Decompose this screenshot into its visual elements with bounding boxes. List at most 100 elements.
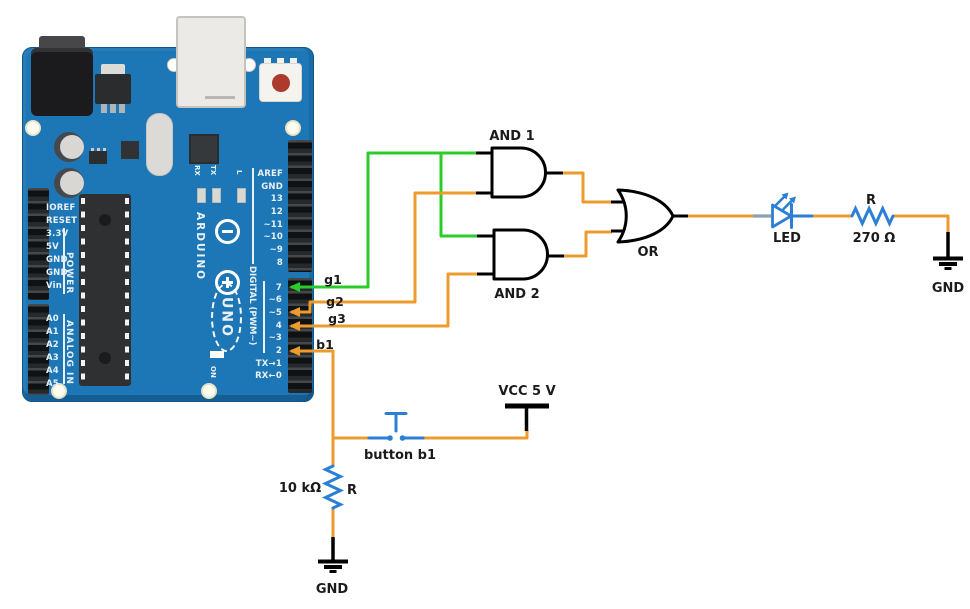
- pin-label: 7: [275, 282, 282, 293]
- wire-and2-to-or[interactable]: [564, 230, 612, 258]
- mounting-hole: [51, 383, 67, 399]
- led-label: LED: [773, 231, 801, 246]
- pin-label: RESET: [46, 215, 78, 226]
- pin-label: A2: [46, 339, 59, 350]
- and-gate-1[interactable]: AND 1: [476, 129, 563, 199]
- digital-header-label: DIGITAL (PWM~): [247, 266, 257, 346]
- regulator-leg: [119, 104, 125, 113]
- resistor-10k-value: 10 kΩ: [279, 481, 321, 496]
- power-pins-labels: IOREF RESET 3.3V 5V GND GND Vin: [46, 202, 77, 293]
- tx-label: TX: [209, 165, 217, 176]
- or-gate[interactable]: OR: [611, 188, 688, 260]
- regulator-leg: [101, 104, 107, 113]
- pin-label: 12: [270, 207, 283, 218]
- plus-glyph-v: [225, 276, 229, 288]
- net-label-g3: g3: [328, 311, 346, 326]
- vcc-label: VCC 5 V: [498, 384, 555, 399]
- digital-pins-top-labels: AREF GND 13 12 ~11 ~10 ~9 8: [201, 168, 283, 270]
- divider-line: [252, 168, 254, 264]
- wire-arrowhead: [289, 307, 300, 317]
- led-triangle: [771, 203, 793, 229]
- l-label: L: [235, 170, 243, 175]
- atmega-dot: [99, 214, 111, 226]
- divider-line: [263, 281, 265, 353]
- gnd-symbol-button[interactable]: GND: [316, 537, 349, 597]
- pin-label: 4: [275, 320, 282, 331]
- pin-label: ~3: [268, 333, 282, 344]
- gnd-symbol-led[interactable]: GND: [932, 232, 965, 296]
- smd-pin: [97, 148, 100, 151]
- resistor-270-value: 270 Ω: [853, 231, 896, 246]
- pin-label: A3: [46, 352, 59, 363]
- atmega-pins-right: [125, 198, 129, 382]
- rx-label: RX: [193, 165, 201, 176]
- pin-label: 8: [276, 257, 283, 268]
- uno-model-text: UNO: [218, 297, 235, 338]
- reset-button[interactable]: [259, 63, 302, 102]
- analog-pins-labels: A0 A1 A2 A3 A4 A5: [46, 313, 59, 391]
- mounting-hole: [201, 383, 217, 399]
- wire-g1[interactable]: [289, 151, 477, 292]
- digital-header-bottom[interactable]: [288, 278, 312, 393]
- pin-label: ~10: [263, 232, 283, 243]
- wire-b1[interactable]: [289, 346, 529, 538]
- pin-label: A1: [46, 326, 59, 337]
- resistor-270[interactable]: R 270 Ω: [850, 193, 896, 246]
- pin-label: ~6: [268, 295, 282, 306]
- power-header-label: POWER: [64, 252, 74, 295]
- net-label-g2: g2: [326, 294, 344, 309]
- pushbutton[interactable]: button b1: [364, 412, 436, 464]
- arduino-uno-board[interactable]: RX TX L ON AREF GND 13 12 ~11 ~10 ~9 8 7…: [22, 16, 314, 402]
- pin-label: A5: [46, 378, 59, 389]
- on-led: [210, 351, 224, 358]
- and1-label: AND 1: [489, 129, 534, 144]
- net-label-b1: b1: [316, 337, 334, 352]
- l-led: [237, 188, 246, 203]
- pin-label: TX→1: [255, 358, 282, 369]
- wire-g3[interactable]: [289, 272, 477, 331]
- capacitor-top: [60, 171, 84, 195]
- pin-label: RX←0: [255, 371, 282, 382]
- smd-chip: [189, 134, 219, 164]
- led[interactable]: LED: [753, 192, 814, 247]
- wire-resistor-to-gnd[interactable]: [893, 214, 950, 234]
- smd-pin: [103, 148, 106, 151]
- gnd-led-label: GND: [932, 281, 965, 296]
- arduino-logo-text: ARDUINO: [194, 212, 206, 282]
- button-label: button b1: [364, 448, 436, 463]
- mounting-hole: [285, 120, 301, 136]
- atmega-dot: [99, 352, 111, 364]
- analog-header-label: ANALOG IN: [64, 320, 74, 385]
- digital-header-top[interactable]: [288, 140, 312, 272]
- and-gate-2[interactable]: AND 2: [477, 228, 564, 302]
- wire-and1-to-or[interactable]: [563, 171, 612, 204]
- pin-label: Vin: [46, 280, 62, 291]
- pin-label: ~11: [263, 219, 283, 230]
- crystal-oscillator: [146, 113, 173, 176]
- wire-arrowhead: [289, 321, 300, 331]
- arduino-logo-minus-circle: [215, 219, 240, 244]
- pin-label: 5V: [46, 241, 59, 252]
- reset-button-cap[interactable]: [272, 74, 290, 92]
- power-header[interactable]: [28, 188, 49, 300]
- resistor-10k-name: R: [347, 483, 357, 498]
- barrel-jack: [31, 48, 93, 116]
- and2-label: AND 2: [494, 287, 539, 302]
- pin-label: 3.3V: [46, 228, 69, 239]
- usb-slot: [205, 96, 235, 99]
- minus-glyph: [221, 229, 233, 233]
- divider-line: [63, 228, 65, 294]
- regulator-tab: [101, 64, 125, 76]
- net-label-g1: g1: [324, 272, 342, 287]
- analog-header[interactable]: [28, 304, 49, 395]
- digital-pins-bottom-labels: 7 ~6 ~5 4 ~3 2 TX→1 RX←0: [201, 282, 282, 384]
- tx-led: [212, 188, 221, 203]
- vcc-symbol[interactable]: VCC 5 V: [498, 384, 556, 431]
- led-light-arrows: [774, 194, 794, 211]
- capacitor-top: [60, 135, 84, 159]
- atmega-pins-left: [81, 198, 85, 382]
- reset-button-nub: [277, 58, 284, 65]
- pin-label: GND: [261, 181, 283, 192]
- wire-g2[interactable]: [289, 191, 476, 317]
- resistor-10k[interactable]: 10 kΩ R: [279, 464, 357, 510]
